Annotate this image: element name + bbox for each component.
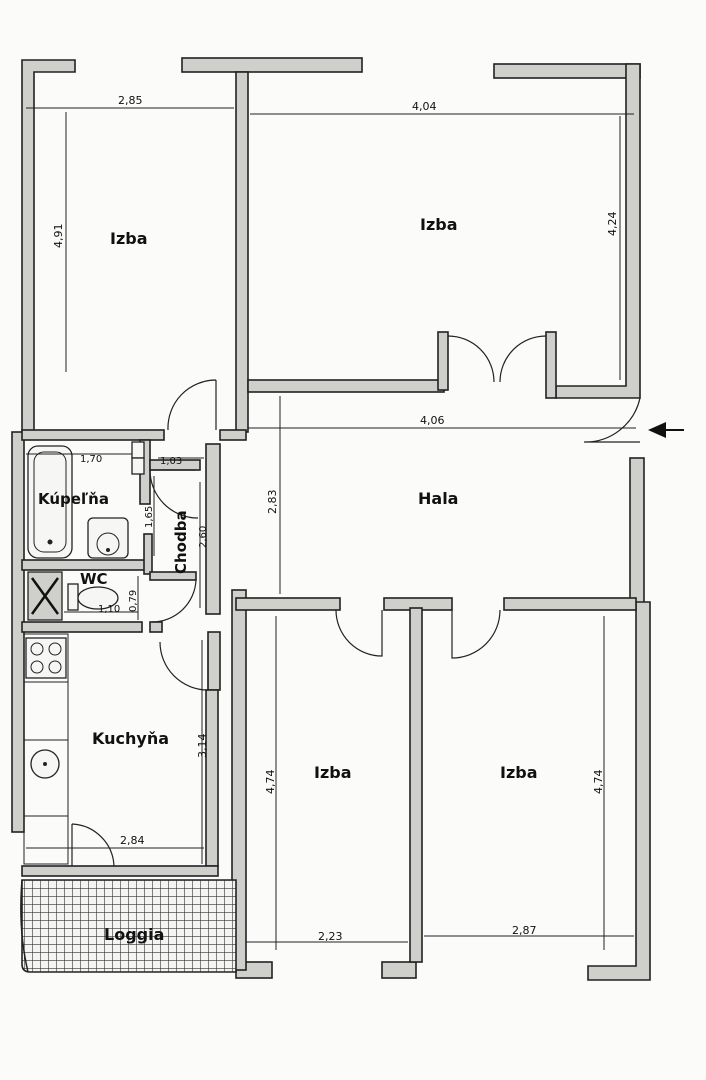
dim-285: 2,85 xyxy=(118,94,143,107)
dimension-labels: 2,85 4,04 4,91 4,24 4,06 1,70 1,03 1,65 … xyxy=(52,94,619,943)
room-izba-bottom-right: Izba xyxy=(500,763,538,782)
stove xyxy=(25,637,67,679)
dim-474-right: 4,74 xyxy=(592,770,605,795)
laundry-fixture xyxy=(131,441,145,475)
dim-474-left: 4,74 xyxy=(264,770,277,795)
ventilation-shaft xyxy=(27,571,63,621)
room-chodba: Chodba xyxy=(172,510,190,574)
dim-170: 1,70 xyxy=(80,454,102,465)
dimension-lines xyxy=(26,107,636,950)
dim-314: 3,14 xyxy=(196,734,209,759)
dim-103: 1,03 xyxy=(160,456,182,467)
dim-165: 1,65 xyxy=(144,506,155,528)
bathroom-sink xyxy=(87,517,129,559)
room-izba-top-right: Izba xyxy=(420,215,458,234)
dim-110: 1,10 xyxy=(98,604,120,615)
room-hala: Hala xyxy=(418,489,458,508)
room-loggia: Loggia xyxy=(104,925,164,944)
room-izba-top-left: Izba xyxy=(110,229,148,248)
dim-424: 4,24 xyxy=(606,212,619,237)
dim-283: 2,83 xyxy=(266,490,279,515)
exterior-walls xyxy=(11,57,651,981)
loggia-floor xyxy=(20,879,237,973)
doors xyxy=(71,335,641,867)
room-labels: Izba Izba Kúpeľňa WC Chodba Hala Kuchyňa… xyxy=(38,215,538,944)
dim-079: 0,79 xyxy=(128,590,139,612)
room-kuchyna: Kuchyňa xyxy=(92,729,169,748)
dim-287: 2,87 xyxy=(512,924,537,937)
entrance-arrow-icon xyxy=(648,422,684,438)
toilet xyxy=(67,583,119,611)
dim-284: 2,84 xyxy=(120,834,145,847)
kitchen-counter xyxy=(23,633,69,865)
dim-404: 4,04 xyxy=(412,100,437,113)
dim-260: 2,60 xyxy=(198,526,209,548)
dim-406: 4,06 xyxy=(420,414,445,427)
bathtub xyxy=(27,445,73,559)
room-wc: WC xyxy=(80,570,108,588)
dim-223: 2,23 xyxy=(318,930,343,943)
interior-walls xyxy=(21,71,637,963)
dim-491: 4,91 xyxy=(52,224,65,249)
kitchen-sink xyxy=(30,749,60,779)
room-izba-bottom-left: Izba xyxy=(314,763,352,782)
room-kupelna: Kúpeľňa xyxy=(38,490,109,508)
